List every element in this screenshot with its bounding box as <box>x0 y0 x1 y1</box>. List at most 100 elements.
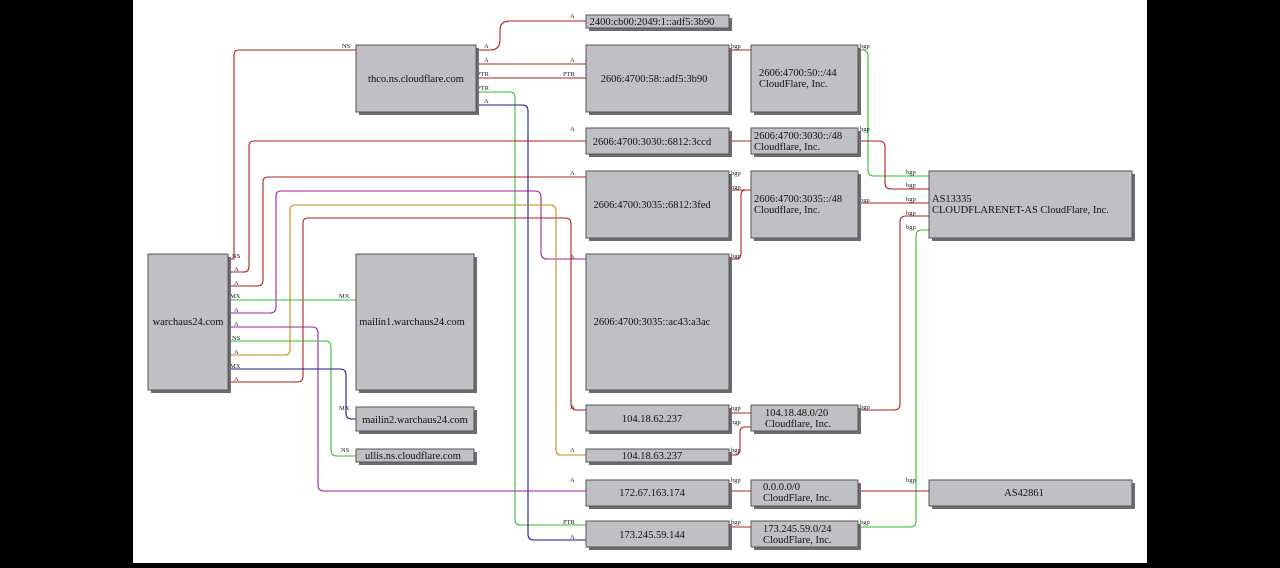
edge-label-a: A <box>570 254 575 261</box>
node-prefix-0[interactable]: 0.0.0.0/0 CloudFlare, Inc. <box>750 479 861 509</box>
node-ip4-104-63[interactable]: 104.18.63.237 <box>585 448 732 465</box>
edge-label-bgp: bgp <box>731 447 741 454</box>
node-prefix-104[interactable]: 104.18.48.0/20 Cloudflare, Inc. <box>750 404 861 434</box>
edge-label-a: A <box>234 307 239 314</box>
as-number: AS13335 <box>932 194 972 205</box>
edge-label-bgp: bgp <box>731 184 741 191</box>
node-ip4-104-62[interactable]: 104.18.62.237 <box>585 404 732 434</box>
org-label: CloudFlare, Inc. <box>759 79 828 90</box>
edge-label-a: A <box>570 170 575 177</box>
edge-a-237b <box>228 204 586 456</box>
edge-label-ptr: PTR <box>477 71 490 78</box>
edge-label-a: A <box>570 404 575 411</box>
edge-label-bgp: bgp <box>906 477 916 484</box>
edge-a-adf5 <box>476 20 586 51</box>
node-mailin2[interactable]: mailin2.warchaus24.com <box>355 406 477 434</box>
edge-label-a: A <box>234 321 239 328</box>
node-label: mailin1.warchaus24.com <box>359 317 465 328</box>
edge-label-mx: MX <box>339 293 350 300</box>
org-label: Cloudflare, Inc. <box>765 419 831 430</box>
edge-a-172 <box>228 326 586 492</box>
edge-label-bgp: bgp <box>731 170 741 177</box>
node-ip6-3030[interactable]: 2606:4700:3030::6812:3ccd <box>585 127 732 157</box>
node-as42861[interactable]: AS42861 <box>928 479 1135 509</box>
node-as13335[interactable]: AS13335 CLOUDFLARENET-AS CloudFlare, Inc… <box>928 170 1135 241</box>
edge-label-bgp: bgp <box>860 43 870 50</box>
edge-label-bgp: bgp <box>906 224 916 231</box>
edge-a-3030 <box>228 140 586 273</box>
node-ip4-173[interactable]: 173.245.59.144 <box>585 520 732 550</box>
node-label: 2606:4700:3035::ac43:a3ac <box>594 317 711 328</box>
edge-label-bgp: bgp <box>906 182 916 189</box>
edge-label-bgp: bgp <box>906 169 916 176</box>
edge-mx-mailin2 <box>228 368 356 420</box>
prefix-label: 2606:4700:50::/44 <box>759 68 837 79</box>
node-prefix-173[interactable]: 173.245.59.0/24 CloudFlare, Inc. <box>750 520 861 550</box>
node-prefix-50[interactable]: 2606:4700:50::/44 CloudFlare, Inc. <box>750 44 861 115</box>
prefix-label: 2606:4700:3030::/48 <box>754 131 842 142</box>
node-label: thco.ns.cloudflare.com <box>368 74 464 85</box>
edge-label-mx: MX <box>230 293 241 300</box>
node-ip6-adf5[interactable]: 2400:cb00:2049:1::adf5:3b90 <box>585 14 732 31</box>
edge-label-mx: MX <box>230 363 241 370</box>
edge-label-a: A <box>570 13 575 20</box>
edge-label-a: A <box>234 266 239 273</box>
edge-bgp-pfx50 <box>858 49 929 177</box>
node-label: 2606:4700:3030::6812:3ccd <box>593 137 712 148</box>
edge-label-bgp: bgp <box>731 477 741 484</box>
edge-label-a: A <box>570 477 575 484</box>
edge-label-a: A <box>234 349 239 356</box>
edge-ns-ullis <box>228 340 356 457</box>
node-label: 104.18.63.237 <box>622 451 682 462</box>
edge-label-ns: NS <box>342 43 351 50</box>
node-mailin1[interactable]: mailin1.warchaus24.com <box>355 253 477 393</box>
edge-label-bgp: bgp <box>731 43 741 50</box>
node-label: 172.67.163.174 <box>619 488 685 499</box>
prefix-label: 104.18.48.0/20 <box>765 408 828 419</box>
node-label: 104.18.62.237 <box>622 414 682 425</box>
nodes: warchaus24.com thco.ns.cloudflare.com ma… <box>147 14 1135 550</box>
edge-label-ptr: PTR <box>563 71 576 78</box>
edge-a-173 <box>476 104 586 541</box>
as-name: CLOUDFLARENET-AS CloudFlare, Inc. <box>932 205 1109 216</box>
edge-label-a: A <box>484 98 489 105</box>
edge-label-ns: NS <box>232 253 241 260</box>
org-label: Cloudflare, Inc. <box>754 142 820 153</box>
edge-a-3035fed <box>228 176 586 287</box>
edge-label-a: A <box>570 126 575 133</box>
edge-ptr-173 <box>476 91 586 526</box>
edge-label-a: A <box>570 534 575 541</box>
node-label: 2606:4700:58::adf5:3b90 <box>601 74 708 85</box>
node-ip4-172[interactable]: 172.67.163.174 <box>585 479 732 509</box>
edge-label-bgp: bgp <box>860 519 870 526</box>
node-label: 2400:cb00:2049:1::adf5:3b90 <box>590 17 715 28</box>
node-label: 173.245.59.144 <box>619 530 685 541</box>
node-ip6-58[interactable]: 2606:4700:58::adf5:3b90 <box>585 44 732 115</box>
node-label: 2606:4700:3035::6812:3fed <box>593 200 711 211</box>
edge-label-ptr: PTR <box>477 85 490 92</box>
node-thco-ns[interactable]: thco.ns.cloudflare.com <box>355 44 479 115</box>
edge-label-bgp: bgp <box>860 197 870 204</box>
prefix-label: 0.0.0.0/0 <box>763 482 800 493</box>
node-warchaus24[interactable]: warchaus24.com <box>147 253 231 393</box>
edge-label-a: A <box>234 376 239 383</box>
edge-label-a: A <box>484 57 489 64</box>
edge-label-bgp: bgp <box>731 419 741 426</box>
edge-label-bgp: bgp <box>731 405 741 412</box>
node-label: mailin2.warchaus24.com <box>362 415 468 426</box>
edge-ns-thco <box>228 49 356 260</box>
node-label: warchaus24.com <box>153 317 224 328</box>
node-ip6-3035-fed[interactable]: 2606:4700:3035::6812:3fed <box>585 170 732 241</box>
node-ullis-ns[interactable]: ullis.ns.cloudflare.com <box>355 448 477 465</box>
node-ip6-ac43[interactable]: 2606:4700:3035::ac43:a3ac <box>585 253 732 393</box>
edge-bgp-pfx173 <box>858 229 929 528</box>
org-label: Cloudflare, Inc. <box>754 205 820 216</box>
node-prefix-3035[interactable]: 2606:4700:3035::/48 Cloudflare, Inc. <box>750 170 861 241</box>
edge-label-mx: MX <box>339 405 350 412</box>
edge-bgp-pfx3030 <box>858 140 929 190</box>
edge-a-ac43 <box>228 190 586 314</box>
edge-label-bgp: bgp <box>731 253 741 260</box>
node-prefix-3030[interactable]: 2606:4700:3030::/48 Cloudflare, Inc. <box>750 127 861 157</box>
